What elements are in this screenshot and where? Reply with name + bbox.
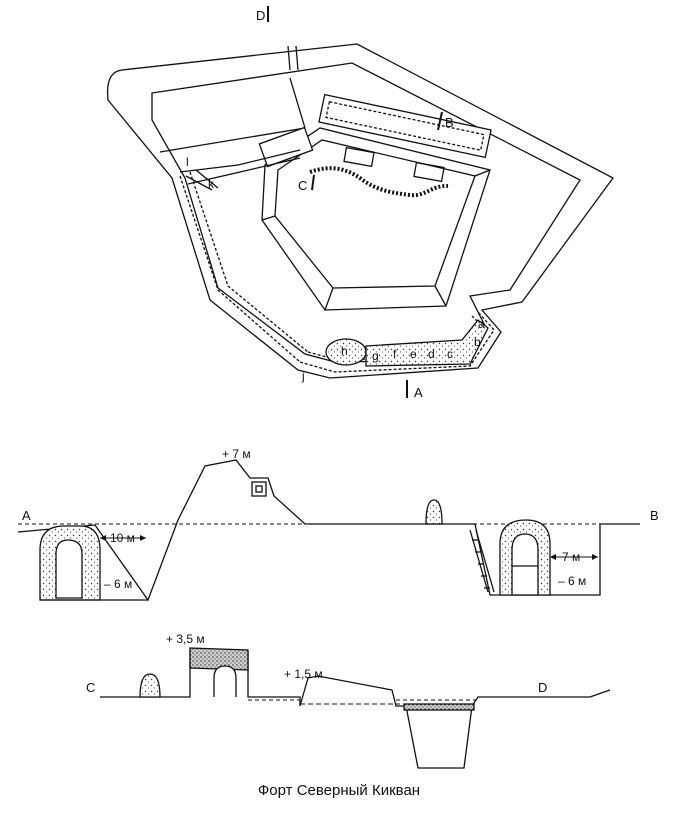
marker-label-c: C xyxy=(298,178,307,193)
courtyard-inner xyxy=(274,139,476,289)
room-label-b: b xyxy=(474,335,481,349)
plan-labels: D B C A a b c d e f g h j k l xyxy=(186,8,485,400)
outer-rampart xyxy=(106,43,614,379)
section-cd xyxy=(100,647,611,769)
room-label-e: e xyxy=(410,347,417,361)
section-ab-depth-right: – 6 м xyxy=(558,574,586,588)
counterscarp-gallery xyxy=(365,319,489,367)
room-label-j: j xyxy=(301,369,305,383)
section-ab-labels: A B + 7 м 10 м – 6 м 7 м – 6 м xyxy=(22,447,659,591)
section-ab-left-label: A xyxy=(22,508,31,523)
room-label-f: f xyxy=(393,347,397,361)
marker-line-c xyxy=(311,174,315,191)
marker-label-d: D xyxy=(256,8,265,23)
gallery-left xyxy=(179,175,301,363)
room-label-l: l xyxy=(186,155,189,169)
marker-label-b: B xyxy=(445,115,454,130)
section-cd-labels: C D + 3,5 м + 1,5 м xyxy=(86,632,547,695)
marker-line-b xyxy=(437,111,443,131)
ground-profile-cd xyxy=(100,649,611,769)
marker-label-a: A xyxy=(414,385,423,400)
ditch-cover xyxy=(403,703,475,711)
sandbag-ab xyxy=(425,499,443,525)
gallery-left-2 xyxy=(189,171,309,353)
room-label-g: g xyxy=(372,349,379,363)
room-label-h: h xyxy=(341,344,348,358)
gallery-bottom xyxy=(299,311,495,373)
room-label-k: k xyxy=(208,177,215,191)
trench xyxy=(309,166,449,198)
concrete-block xyxy=(189,647,249,671)
figure-caption: Форт Северный Кикван xyxy=(257,782,421,799)
ladder xyxy=(469,529,495,593)
section-ab-depth-left: – 6 м xyxy=(104,577,132,591)
sandbag-cd xyxy=(139,673,161,698)
fort-plan xyxy=(106,6,614,398)
section-ab-height-label: + 7 м xyxy=(222,447,251,461)
room-label-c: c xyxy=(447,347,453,361)
section-cd-height-2: + 1,5 м xyxy=(284,667,323,681)
section-cd-right-label: D xyxy=(538,680,547,695)
room-label-a: a xyxy=(478,317,485,331)
section-ab-right-label: B xyxy=(650,508,659,523)
hill-bunker xyxy=(251,481,267,497)
section-cd-left-label: C xyxy=(86,680,95,695)
section-ab xyxy=(17,459,640,602)
section-cd-height-1: + 3,5 м xyxy=(166,632,205,646)
room-label-d: d xyxy=(428,347,435,361)
section-ab-width-left: 10 м xyxy=(110,531,135,545)
section-ab-width-right: 7 м xyxy=(562,550,580,564)
